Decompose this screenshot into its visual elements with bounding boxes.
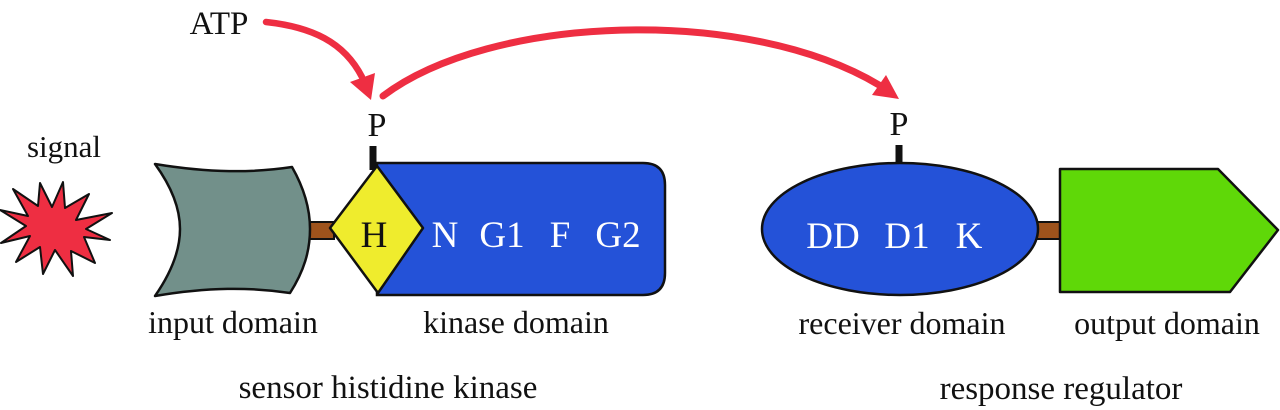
atp-label: ATP [190, 6, 249, 42]
phosphotransfer-arrowhead-icon [872, 75, 899, 99]
phosphotransfer-arrow [379, 26, 883, 100]
kinase-phospho-label: P [368, 107, 387, 144]
receiver-domain-label: receiver domain [799, 305, 1006, 341]
signal-burst-icon [0, 181, 113, 277]
receiver-residue-k: K [956, 216, 983, 257]
atp-arrowhead-icon [350, 73, 375, 100]
sensor-histidine-kinase-label: sensor histidine kinase [239, 370, 538, 406]
kinase-phospho-tick [369, 146, 377, 170]
output-domain-shape [1058, 167, 1280, 294]
input-domain-shape [153, 162, 312, 298]
receiver-phospho-label: P [890, 106, 909, 143]
signal-label: signal [27, 129, 101, 164]
receiver-phospho-tick [895, 145, 903, 167]
kinase-domain-label: kinase domain [423, 304, 609, 340]
input-domain-label: input domain [148, 304, 318, 340]
receiver-domain-shape [760, 161, 1040, 297]
kinase-motif-f: F [550, 215, 571, 256]
response-regulator-label: response regulator [940, 371, 1183, 407]
histidine-diamond-shape [328, 164, 425, 295]
kinase-motif-g2: G2 [595, 215, 640, 256]
histidine-site-label: H [361, 215, 388, 256]
receiver-residue-d1: D1 [884, 216, 929, 257]
receiver-residue-dd: DD [806, 216, 859, 257]
kinase-motif-g1: G1 [479, 215, 524, 256]
kinase-domain-shape [375, 161, 667, 297]
kinase-motif-n: N [432, 215, 459, 256]
output-domain-label: output domain [1074, 305, 1260, 341]
atp-arrow [262, 18, 366, 81]
